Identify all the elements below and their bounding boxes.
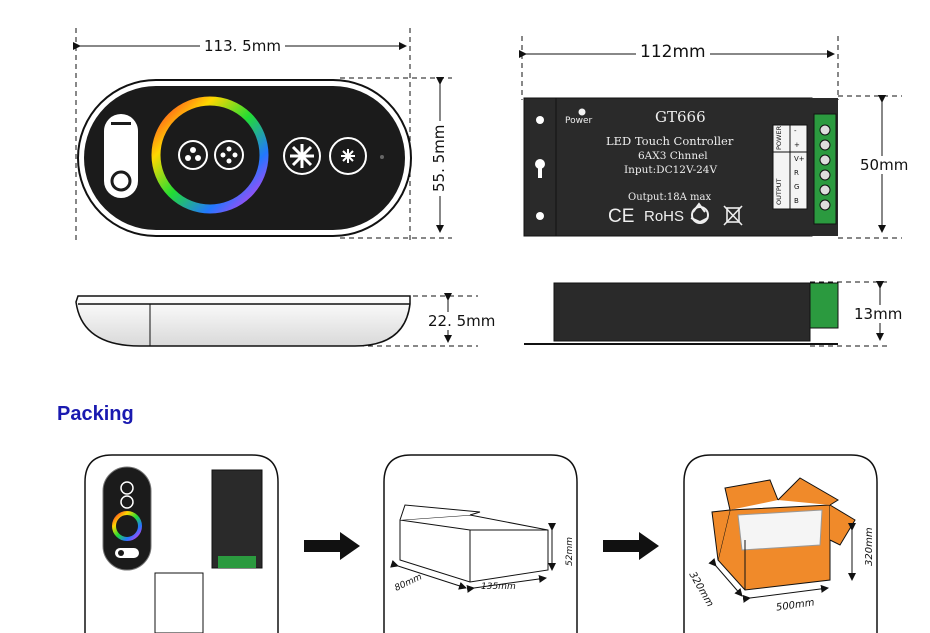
small-box-length: 135mm xyxy=(481,582,516,592)
remote-height-label: 55. 5mm xyxy=(430,120,448,196)
terminal-pin-label: R xyxy=(794,169,799,177)
small-box-height: 52mm xyxy=(565,537,575,566)
remote-depth-label: 22. 5mm xyxy=(424,312,500,330)
weee-bin-icon xyxy=(723,205,743,226)
terminal-pin-label: + xyxy=(794,141,800,149)
controller-line3: Input:DC12V-24V xyxy=(624,164,718,176)
controller-top-view xyxy=(519,36,902,239)
controller-line2: 6AX3 Chnnel xyxy=(638,150,708,162)
model-name: GT666 xyxy=(655,108,706,126)
controller-height-label: 50mm xyxy=(856,156,913,174)
terminal-pin-label: G xyxy=(794,183,800,191)
terminal-pin-label: V+ xyxy=(794,155,805,163)
packing-illustrations xyxy=(84,454,878,633)
rohs-mark: RoHS xyxy=(644,208,685,225)
remote-top-view xyxy=(73,28,452,240)
right-arrow-icon xyxy=(304,532,659,560)
large-box-height: 320mm xyxy=(864,527,875,566)
controller-width-label: 112mm xyxy=(636,43,710,61)
packing-title: Packing xyxy=(57,403,134,425)
power-indicator-label: Power xyxy=(565,116,593,126)
controller-line1: LED Touch Controller xyxy=(606,134,734,148)
controller-line4: Output:18A max xyxy=(628,192,712,203)
remote-width-label: 113. 5mm xyxy=(200,37,285,55)
remote-side-view xyxy=(75,293,478,347)
controller-side-view xyxy=(524,281,888,347)
power-terminal-label: POWER xyxy=(775,125,783,150)
recycle-icon xyxy=(690,202,709,224)
terminal-pin-label: B xyxy=(794,197,799,205)
ce-mark: CE xyxy=(608,206,635,227)
controller-depth-label: 13mm xyxy=(850,305,907,323)
terminal-pin-label: - xyxy=(794,127,797,135)
output-terminal-label: OUTPUT xyxy=(775,178,783,206)
